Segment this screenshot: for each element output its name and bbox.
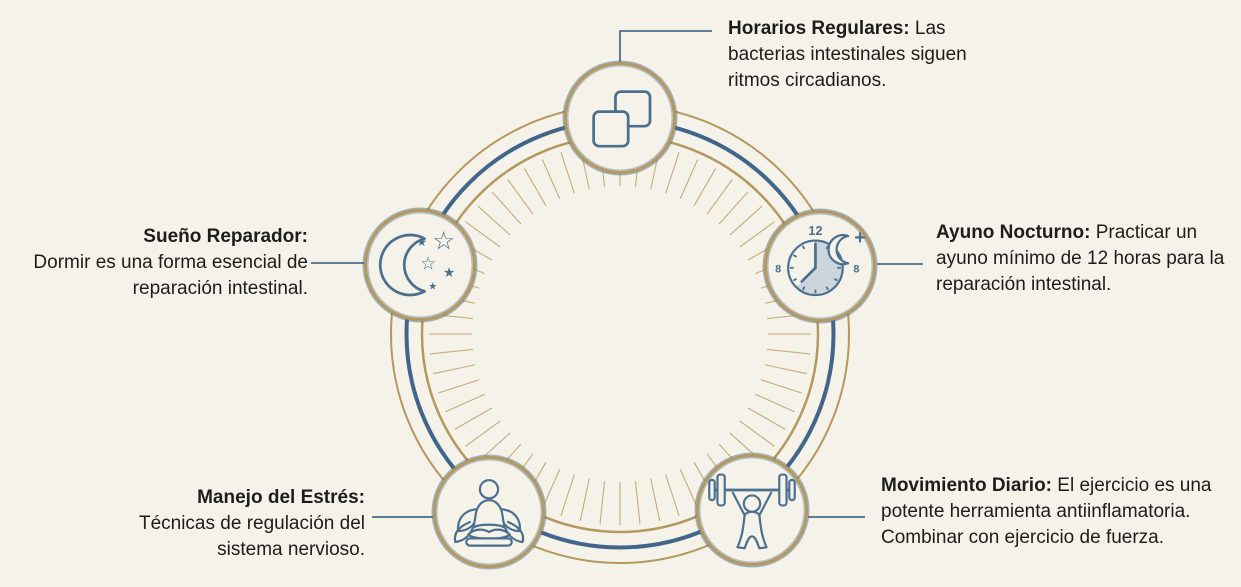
meditation-icon xyxy=(453,479,525,547)
clock-night-icon: 12 8 8 xyxy=(775,223,866,297)
clock-label-8-right: 8 xyxy=(853,263,859,275)
label-ayuno: Ayuno Nocturno: Practicar un ayuno mínim… xyxy=(936,220,1232,298)
label-sueno-title: Sueño Reparador: xyxy=(143,226,308,247)
clock-label-8-left: 8 xyxy=(775,263,781,275)
label-ayuno-desc: Practicar un ayuno mínimo de 12 horas pa… xyxy=(936,222,1225,295)
label-horarios-desc: Las bacterias intestinales siguen ritmos… xyxy=(728,18,967,91)
star-small-icon: ★ xyxy=(443,265,455,281)
star-outline-medium-icon: ☆ xyxy=(420,254,436,275)
label-manejo-title: Manejo del Estrés: xyxy=(197,487,365,508)
sparkle-icon xyxy=(854,232,866,243)
label-sueno: Sueño Reparador: Dormir es una forma ese… xyxy=(12,224,308,302)
node-horarios xyxy=(564,62,676,174)
label-sueno-desc: Dormir es una forma esencial de reparaci… xyxy=(33,252,308,299)
small-moon-icon xyxy=(827,234,850,266)
label-manejo-desc: Técnicas de regulación del sistema nervi… xyxy=(138,513,365,560)
node-manejo xyxy=(433,456,545,568)
label-manejo: Manejo del Estrés: Técnicas de regulació… xyxy=(75,485,365,563)
star-outline-large-icon: ☆ xyxy=(432,227,455,257)
node-movimiento xyxy=(696,454,808,566)
label-ayuno-title: Ayuno Nocturno: xyxy=(936,222,1091,243)
barbell-icon xyxy=(708,473,796,550)
node-sueno: ★ ☆ ☆ ★ ★ xyxy=(364,209,476,321)
node-ayuno: 12 8 8 xyxy=(764,210,876,322)
clock-label-12: 12 xyxy=(808,223,822,238)
connector-horarios xyxy=(619,30,712,62)
star-small-icon: ★ xyxy=(428,282,437,293)
star-small-icon: ★ xyxy=(417,235,428,249)
copy-icon xyxy=(592,90,652,148)
label-movimiento-desc: El ejercicio es una potente herramienta … xyxy=(881,475,1212,548)
label-movimiento-title: Movimiento Diario: xyxy=(881,475,1053,496)
label-horarios: Horarios Regulares: Las bacterias intest… xyxy=(728,16,1020,94)
label-horarios-title: Horarios Regulares: xyxy=(728,18,910,39)
label-movimiento: Movimiento Diario: El ejercicio es una p… xyxy=(881,473,1231,551)
moon-stars-icon: ★ ☆ ☆ ★ ★ xyxy=(378,227,455,297)
